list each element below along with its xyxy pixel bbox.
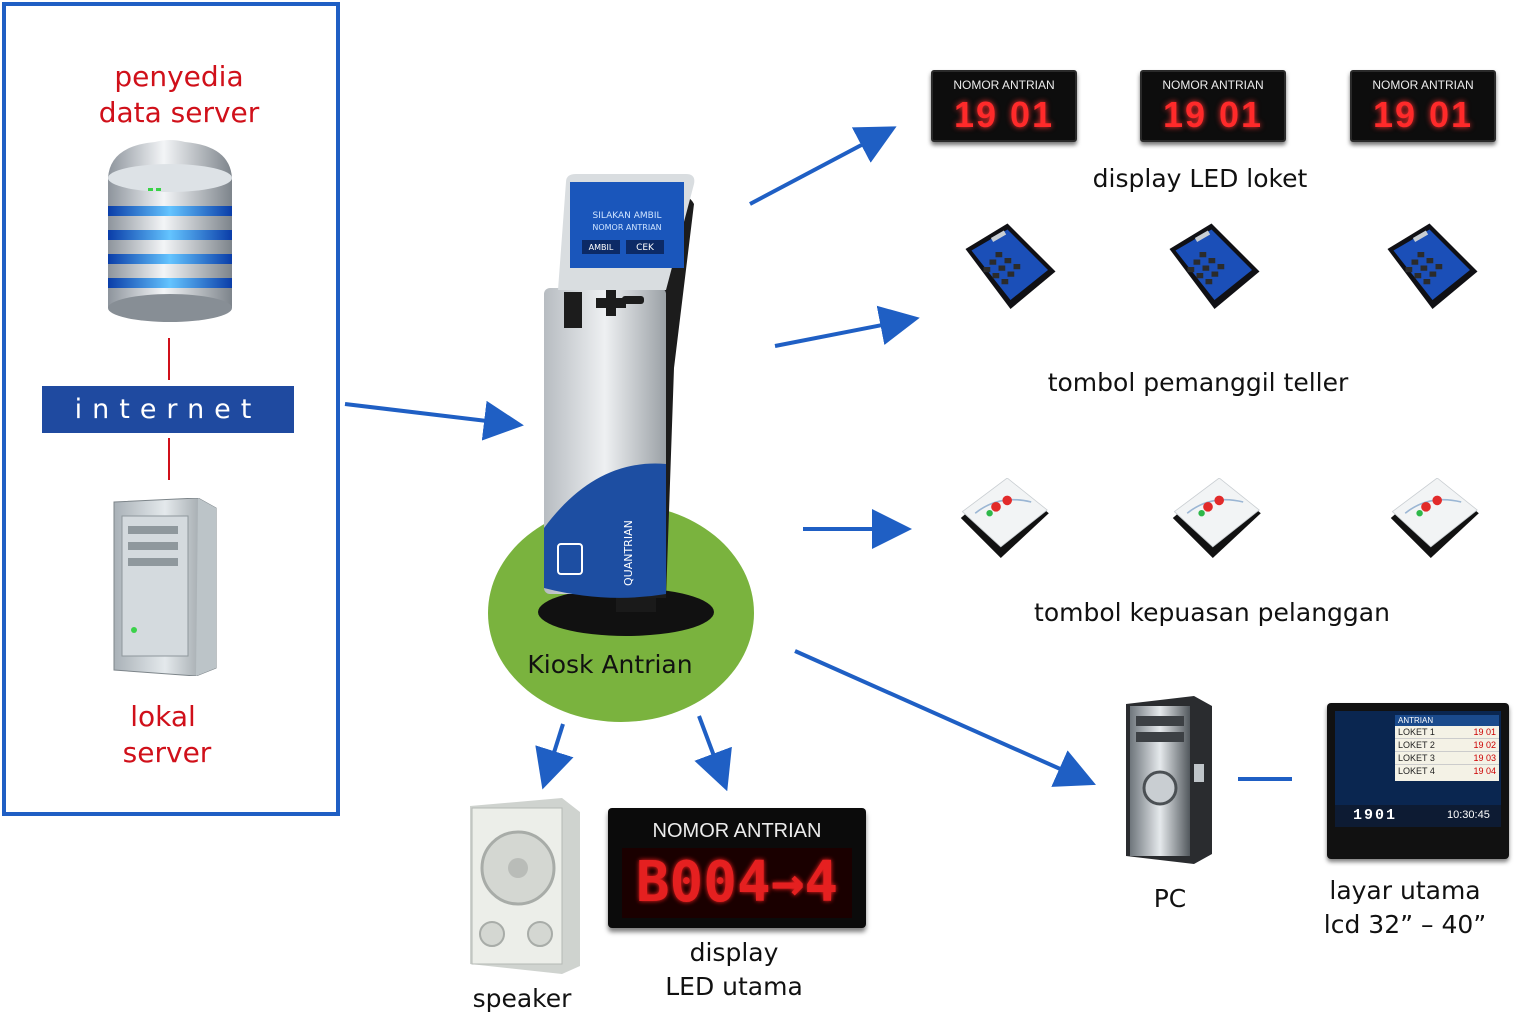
lcd-current-number: 1901 [1353,807,1398,824]
local-server-icon [113,498,217,676]
led-loket-display: NOMOR ANTRIAN 19 01 [1350,70,1496,142]
internet-bar: internet [42,386,294,433]
loket-number: 19 02 [1473,740,1496,750]
table-row: LOKET 3 19 03 [1395,752,1499,765]
led-main-number: B004→4 [622,848,852,918]
led-loket-number: 19 01 [1162,94,1264,135]
lcd-label-line1: layar utama [1329,876,1481,905]
connector-line [168,438,170,480]
arrow-to-speaker [535,723,574,790]
led-loket-title: NOMOR ANTRIAN [1372,78,1474,92]
kiosk-screen-btn2: CEK [636,243,655,253]
pc-label: PC [1153,884,1187,913]
led-loket-number: 19 01 [1372,94,1474,135]
loket-name: LOKET 3 [1398,753,1435,763]
teller-call-button-icon [965,223,1056,309]
arrow-to-led-loket [749,126,897,206]
kiosk-label: Kiosk Antrian [527,650,693,679]
led-loket-display: NOMOR ANTRIAN 19 01 [931,70,1077,142]
led-loket-number: 19 01 [953,94,1055,135]
loket-number: 19 03 [1473,753,1496,763]
table-row: LOKET 4 19 04 [1395,765,1499,777]
kiosk-machine-icon: SILAKAN AMBIL NOMOR ANTRIAN AMBIL CEK QU… [538,174,714,636]
lcd-main-screen: ANTRIAN LOKET 1 19 01 LOKET 2 19 02 LOKE… [1327,703,1509,859]
led-loket-label: display LED loket [1092,164,1308,193]
data-server-label-line2: data server [98,96,260,129]
kiosk-screen-btn1: AMBIL [589,243,614,252]
data-server-label-line1: penyedia [114,60,244,93]
satisfaction-buttons-label: tombol kepuasan pelanggan [1034,598,1390,627]
local-server-label-line1: lokal [130,700,196,733]
connector-line [168,338,170,380]
satisfaction-button-icon [1390,478,1479,558]
led-main-label-line1: display [689,938,779,967]
arrow-to-pc [794,649,1096,787]
lcd-display-area: ANTRIAN LOKET 1 19 01 LOKET 2 19 02 LOKE… [1335,711,1501,827]
lcd-queue-table: ANTRIAN LOKET 1 19 01 LOKET 2 19 02 LOKE… [1395,715,1499,781]
led-loket-display: NOMOR ANTRIAN 19 01 [1140,70,1286,142]
loket-number: 19 01 [1473,727,1496,737]
local-server-label-line2: server [122,736,212,769]
teller-buttons-label: tombol pemanggil teller [1047,368,1349,397]
teller-call-button-icon [1169,223,1260,309]
arrow-to-led-main [694,715,732,792]
kiosk-screen-line2: NOMOR ANTRIAN [592,223,661,232]
led-main-display: NOMOR ANTRIAN B004→4 [608,808,866,928]
lcd-table-header: ANTRIAN [1395,715,1499,726]
arrow-to-teller-buttons [774,305,920,348]
satisfaction-button-icon [1172,478,1261,558]
led-loket-title: NOMOR ANTRIAN [953,78,1055,92]
speaker-icon [470,798,580,974]
pc-tower-icon [1126,696,1212,864]
speaker-label: speaker [472,984,572,1013]
led-main-title: NOMOR ANTRIAN [652,820,822,842]
kiosk-screen-line1: SILAKAN AMBIL [592,211,661,221]
server-panel [2,2,340,816]
teller-call-button-icon [1387,223,1478,309]
table-row: LOKET 2 19 02 [1395,739,1499,752]
loket-name: LOKET 1 [1398,727,1435,737]
database-server-icon [108,140,232,322]
table-row: LOKET 1 19 01 [1395,726,1499,739]
led-main-label-line2: LED utama [665,972,803,1001]
loket-name: LOKET 2 [1398,740,1435,750]
lcd-label-line2: lcd 32” – 40” [1323,910,1487,939]
arrow-server-to-kiosk [344,400,524,441]
loket-name: LOKET 4 [1398,766,1435,776]
loket-number: 19 04 [1473,766,1496,776]
lcd-time: 10:30:45 [1447,809,1490,821]
led-loket-title: NOMOR ANTRIAN [1162,78,1264,92]
satisfaction-button-icon [960,478,1049,558]
lcd-status-bar: 1901 10:30:45 [1335,805,1501,827]
kiosk-brand: QUANTRIAN [622,520,635,586]
